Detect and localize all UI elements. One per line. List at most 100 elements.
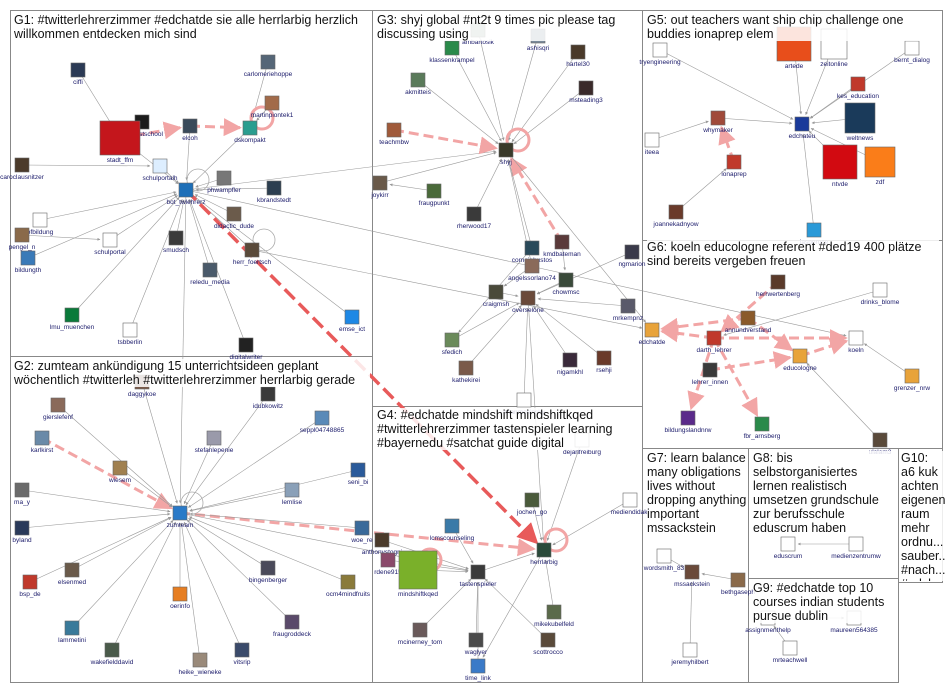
node-mikekubelfeld[interactable]: mikekubelfeld <box>534 604 574 628</box>
node-medienzentrumw[interactable]: medienzentrumw <box>831 536 881 560</box>
node-jochen_go[interactable]: jochen_go <box>516 492 547 516</box>
node-idubkowitz[interactable]: idubkowitz <box>253 386 283 410</box>
node-herrwertenberg[interactable]: herrwertenberg <box>756 274 800 298</box>
node-bildungth[interactable]: bildungth <box>15 250 42 274</box>
node-joannekadnyow[interactable]: joannekadnyow <box>652 204 699 228</box>
node-darth_lehrer[interactable]: darth_lehrer <box>696 330 732 354</box>
node-ciffi[interactable]: ciffi <box>70 62 86 86</box>
node-tryengineering[interactable]: tryengineering <box>639 42 681 66</box>
node-lmu_muenchen[interactable]: lmu_muenchen <box>50 307 95 331</box>
node-lammetini[interactable]: lammetini <box>58 620 86 644</box>
node-mrteachwell[interactable]: mrteachwell <box>773 640 808 664</box>
node-nigamkhl[interactable]: nigamkhl <box>557 352 584 376</box>
node-karlkirst[interactable]: karlkirst <box>31 430 54 454</box>
node-lehrer_innen[interactable]: lehrer_innen <box>692 362 729 386</box>
node-mcinerney_tom[interactable]: mcinerney_tom <box>398 622 442 646</box>
node-joykirr[interactable]: joykirr <box>370 175 389 199</box>
node-shyj[interactable]: shyj <box>498 142 514 166</box>
node-elsenmed[interactable]: elsenmed <box>58 562 87 586</box>
node-mrkempnz[interactable]: mrkempnz <box>613 298 643 322</box>
node-zumteam[interactable]: zumteam <box>167 505 194 529</box>
node-bot_twlehrerz[interactable]: bot_twlehrerz <box>166 182 206 206</box>
node-seppl04748865[interactable]: seppl04748865 <box>300 410 345 434</box>
node-vitsrip[interactable]: vitsrip <box>234 642 251 666</box>
node-herr_foertsch[interactable]: herr_foertsch <box>233 242 272 266</box>
node-klassenkrampel[interactable]: klassenkrampel <box>429 40 475 64</box>
node-fbr_arnsberg[interactable]: fbr_arnsberg <box>744 416 781 440</box>
node-ntvde[interactable]: ntvde <box>822 144 858 188</box>
node-smudsch[interactable]: smudsch <box>163 230 189 254</box>
node-teachmbw[interactable]: teachmbw <box>379 122 409 146</box>
node-gierslefenf[interactable]: gierslefenf <box>43 397 73 421</box>
node-edchateu[interactable]: edchateu <box>789 116 816 140</box>
node-weltnews[interactable]: weltnews <box>844 102 876 142</box>
node-bildungslandnrw[interactable]: bildungslandnrw <box>665 410 712 434</box>
node-educologne[interactable]: educologne <box>783 348 817 372</box>
node-caroclausnitzer[interactable]: caroclausnitzer <box>0 157 45 181</box>
node-annundverstand[interactable]: annundverstand <box>725 310 772 334</box>
node-stefanlepenie[interactable]: stefanlepenie <box>195 430 234 454</box>
node-lemlise[interactable]: lemlise <box>282 482 303 506</box>
node-carlomeriehoppe[interactable]: carlomeriehoppe <box>244 54 293 78</box>
node-eduscrum[interactable]: eduscrum <box>774 536 803 560</box>
node-ngmarion[interactable]: ngmarion <box>618 244 646 268</box>
node-drinks_blome[interactable]: drinks_blome <box>861 282 900 306</box>
node-waglyer[interactable]: waglyer <box>464 632 488 656</box>
node-bsp_de[interactable]: bsp_de <box>19 574 41 598</box>
node-hartel30[interactable]: hartel30 <box>566 44 590 68</box>
node-rdene915[interactable]: rdene915 <box>374 552 402 576</box>
node-chowmsc[interactable]: chowmsc <box>552 272 580 296</box>
node-wordsmith_83[interactable]: wordsmith_83 <box>643 548 685 572</box>
node-wiesem[interactable]: wiesem <box>108 460 131 484</box>
node-overselone[interactable]: overselone <box>512 290 544 314</box>
node-herrlarbig[interactable]: herrlarbig <box>530 542 558 566</box>
node-emse_ict[interactable]: emse_ict <box>339 309 365 333</box>
node-akmitteis[interactable]: akmitteis <box>405 72 432 96</box>
node-kes_education[interactable]: kes_education <box>837 76 879 100</box>
node-martinpiontek1[interactable]: martinpiontek1 <box>251 95 294 119</box>
node-stadt_ffm[interactable]: stadt_ffm <box>99 120 141 164</box>
node-kbrandstedt[interactable]: kbrandstedt <box>257 180 291 204</box>
node-phwampfler[interactable]: phwampfler <box>207 170 242 194</box>
node-heike_wieneke[interactable]: heike_wieneke <box>178 652 222 676</box>
node-bethgaseph[interactable]: bethgaseph <box>721 572 755 596</box>
node-craigmsh[interactable]: craigmsh <box>483 284 510 308</box>
node-msteading3[interactable]: msteading3 <box>569 80 603 104</box>
node-kathekirei[interactable]: kathekirei <box>452 360 480 384</box>
node-schulportalh[interactable]: schulportalh <box>142 158 178 182</box>
node-bernt_dialog[interactable]: bernt_dialog <box>894 40 930 64</box>
node-sfedich[interactable]: sfedich <box>442 332 463 356</box>
node-reledu_media[interactable]: reledu_media <box>190 262 230 286</box>
node-fraugpunkt[interactable]: fraugpunkt <box>419 183 450 207</box>
node-mssackstein[interactable]: mssackstein <box>674 564 710 588</box>
node-anthonystogni[interactable]: anthonystogni <box>362 532 402 556</box>
node-ocm4mindfruits[interactable]: ocm4mindfruits <box>326 574 371 598</box>
node-ma_y[interactable]: ma_y <box>14 482 31 506</box>
node-ionaprep[interactable]: ionaprep <box>721 154 747 178</box>
node-mindshiftkqed[interactable]: mindshiftkqed <box>398 550 438 598</box>
node-schulportal[interactable]: schulportal <box>94 232 126 256</box>
node-tastenspieler[interactable]: tastenspieler <box>460 564 498 588</box>
node-rherwood17[interactable]: rherwood17 <box>457 206 492 230</box>
node-seni_bi[interactable]: seni_bi <box>348 462 369 486</box>
node-koeln[interactable]: koeln <box>848 330 864 354</box>
node-fraugroddeck[interactable]: fraugroddeck <box>273 614 312 638</box>
node-whymaker[interactable]: whymaker <box>702 110 734 134</box>
node-zdf[interactable]: zdf <box>864 146 896 186</box>
node-angelssorlano74[interactable]: angelssorlano74 <box>508 258 556 282</box>
node-byland[interactable]: byland <box>12 520 32 544</box>
node-didactic_dude[interactable]: didactic_dude <box>214 206 254 230</box>
node-bingenberger[interactable]: bingenberger <box>249 560 288 584</box>
node-_digitalwriter_[interactable]: _digitalwriter_ <box>225 337 266 361</box>
node-jeremyhilbert[interactable]: jeremyhilbert <box>670 642 709 666</box>
node-woe_re[interactable]: woe_re <box>350 520 373 544</box>
node-edchatde[interactable]: edchatde <box>639 322 666 346</box>
node-scottrocco[interactable]: scottrocco <box>533 632 563 656</box>
node-mediendidakt[interactable]: mediendidakt <box>611 492 650 516</box>
node-elcoh[interactable]: elcoh <box>182 118 198 142</box>
node-bfbildung[interactable]: bfbildung <box>27 212 54 236</box>
node-iteea[interactable]: iteea <box>644 132 659 156</box>
node-pengel_n[interactable]: pengel_n <box>9 227 36 251</box>
node-grenzer_nrw[interactable]: grenzer_nrw <box>894 368 930 392</box>
node-oerinfo[interactable]: oerinfo <box>170 586 190 610</box>
